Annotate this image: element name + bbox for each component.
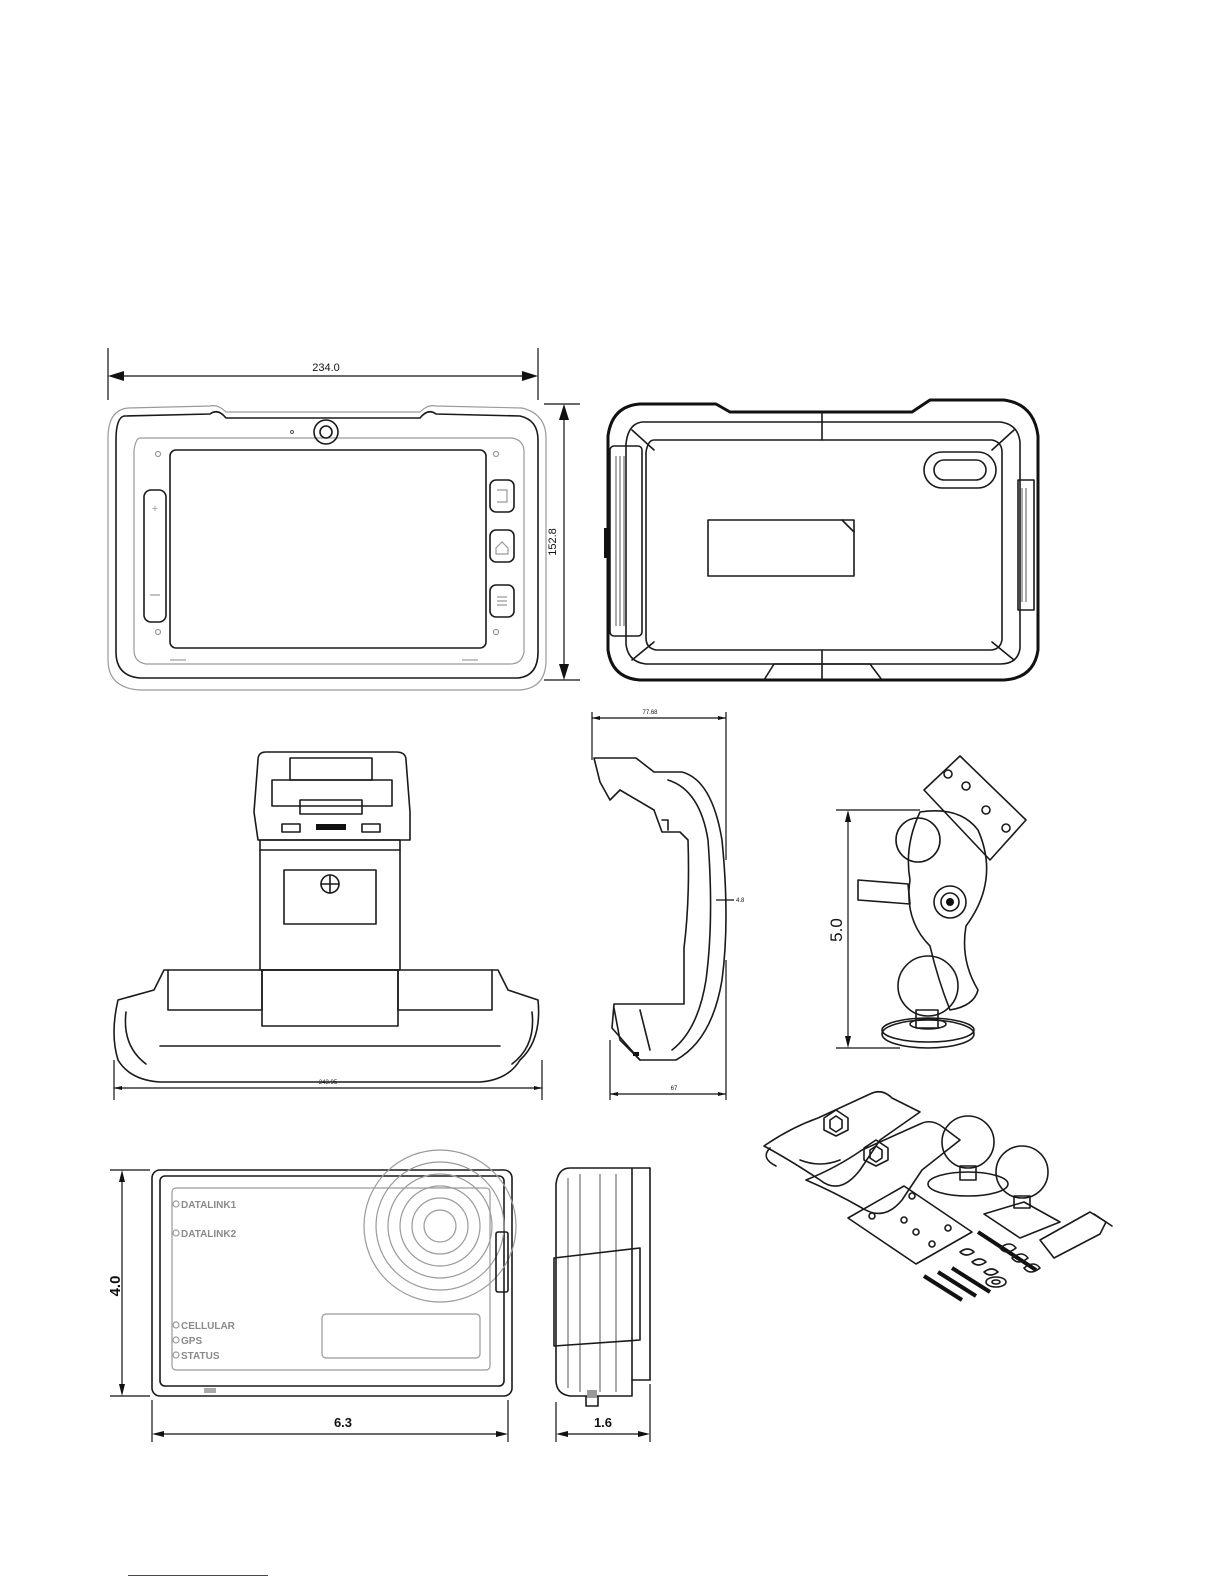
module-height-dimension: 4.0 xyxy=(107,1170,150,1396)
module-width-label: 6.3 xyxy=(334,1415,352,1430)
tablet-back-view xyxy=(604,400,1038,680)
cradle-side-mark-label: 4.8 xyxy=(736,898,745,904)
led-label-datalink1: DATALINK1 xyxy=(181,1200,237,1211)
cradle-front-view xyxy=(114,752,539,1082)
led-label-gps: GPS xyxy=(181,1336,202,1347)
mount-height-dimension: 5.0 xyxy=(827,810,920,1048)
svg-text:+: + xyxy=(152,503,158,515)
cradle-width-dimension: 243.95 xyxy=(114,1060,542,1100)
module-front-view: DATALINK1 DATALINK2 CELLULAR GPS STATUS xyxy=(152,1150,516,1396)
cradle-side-mark: 4.8 xyxy=(716,898,745,904)
module-height-label: 4.0 xyxy=(107,1276,124,1297)
ball-mount-view xyxy=(858,756,1026,1048)
cradle-side-view xyxy=(594,758,726,1060)
tablet-height-dimension: 152.8 xyxy=(544,404,580,680)
led-label-datalink2: DATALINK2 xyxy=(181,1229,237,1240)
led-label-status: STATUS xyxy=(181,1351,220,1362)
mount-kit-exploded-view xyxy=(764,1092,1112,1300)
module-width-dimension: 6.3 xyxy=(152,1400,508,1442)
tablet-front-view: + xyxy=(108,406,546,690)
tablet-width-dimension: 234.0 xyxy=(108,348,538,400)
module-depth-label: 1.6 xyxy=(594,1415,612,1430)
cradle-depth-top-label: 77.68 xyxy=(642,710,658,716)
cradle-width-label: 243.95 xyxy=(319,1080,338,1086)
cradle-depth-top-dimension: 77.68 xyxy=(592,710,726,860)
tablet-width-label: 234.0 xyxy=(312,362,340,374)
led-label-cellular: CELLULAR xyxy=(181,1321,236,1332)
module-depth-dimension: 1.6 xyxy=(556,1384,650,1442)
cradle-depth-bottom-dimension: 67 xyxy=(610,960,726,1100)
footnote-separator xyxy=(128,1575,268,1576)
tablet-height-label: 152.8 xyxy=(547,528,559,556)
module-side-view xyxy=(554,1168,650,1406)
cradle-depth-bottom-label: 67 xyxy=(671,1086,678,1092)
mount-height-label: 5.0 xyxy=(827,918,846,942)
